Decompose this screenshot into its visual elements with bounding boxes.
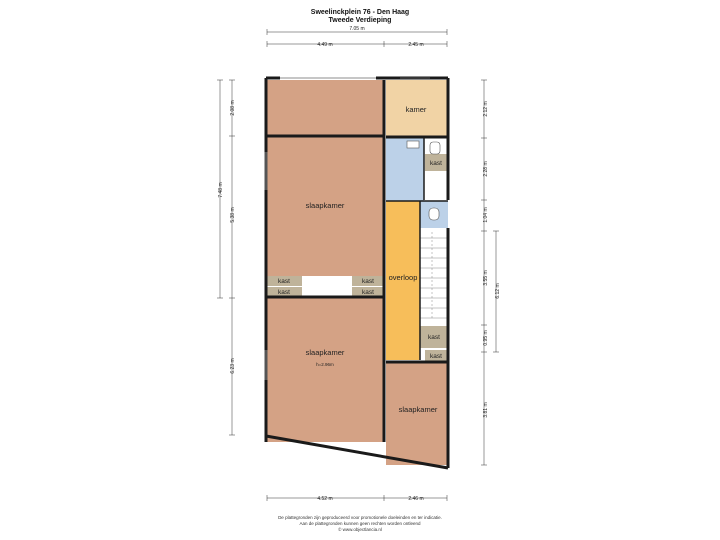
- plan-floor: Tweede Verdieping: [328, 17, 392, 24]
- dim-right-6: 0.95 m: [483, 330, 489, 345]
- dim-right-4: 3.55 m: [483, 270, 489, 285]
- disclaimer-line-2: Aan de plattegronden kunnen geen rechten…: [299, 521, 421, 526]
- front-room: [266, 80, 384, 136]
- bedroom-1: [266, 137, 384, 276]
- disclaimer-line-1: De plattegronden zijn geproduceerd voor …: [278, 515, 442, 520]
- dim-bottom-left: 4.52 m: [317, 496, 332, 502]
- landing: [386, 201, 420, 360]
- dim-left-4: 6.23 m: [230, 358, 236, 373]
- label-ceiling-height: h=2.96m: [316, 362, 334, 367]
- kamer-room: [386, 80, 448, 137]
- bathroom-fixtures: [406, 140, 441, 221]
- label-kast-left-1: kast: [278, 278, 290, 285]
- dim-right-2: 2.28 m: [483, 161, 489, 176]
- bedroom-2: [266, 297, 384, 442]
- dim-top-right: 2.45 m: [408, 42, 423, 48]
- dim-right-7: 3.81 m: [483, 402, 489, 417]
- stair-treads: [420, 232, 448, 320]
- disclaimer-line-3: © www.objectlancia.nl: [338, 527, 382, 532]
- walls: [264, 76, 450, 470]
- bottom-dimensions: [266, 495, 448, 501]
- label-slaapkamer-1: slaapkamer: [306, 201, 345, 210]
- cupboards: [266, 154, 448, 362]
- windows: [264, 77, 430, 380]
- dim-right-5: 6.12 m: [495, 283, 501, 298]
- dim-top-total: 7.05 m: [349, 26, 364, 32]
- left-dimensions: [217, 79, 235, 436]
- label-kamer: kamer: [406, 105, 427, 114]
- label-slaapkamer-3: slaapkamer: [399, 405, 438, 414]
- bedroom-3: [386, 363, 448, 465]
- dim-left-1: 2.08 m: [230, 100, 236, 115]
- thin-walls: [386, 137, 448, 360]
- dim-left-2: 7.48 m: [218, 182, 224, 197]
- label-kast-left-2: kast: [278, 289, 290, 296]
- label-kast-right-1: kast: [428, 334, 440, 341]
- label-kast-right-2: kast: [430, 353, 442, 360]
- dim-right-1: 2.12 m: [483, 101, 489, 116]
- label-overloop: overloop: [389, 273, 418, 282]
- plan-address: Sweelinckplein 76 - Den Haag: [310, 9, 410, 16]
- label-slaapkamer-2: slaapkamer: [306, 348, 345, 357]
- dim-left-3: 5.38 m: [230, 207, 236, 222]
- dim-top-left: 4.49 m: [317, 42, 332, 48]
- top-dimensions: [266, 29, 448, 47]
- dim-right-3: 1.04 m: [483, 207, 489, 222]
- label-kast-mid-1: kast: [362, 278, 374, 285]
- dim-bottom-right: 2.46 m: [408, 496, 423, 502]
- right-dimensions: [481, 79, 499, 466]
- staircase: [420, 228, 448, 324]
- label-kast-mid-2: kast: [362, 289, 374, 296]
- label-kast-bath: kast: [430, 160, 442, 167]
